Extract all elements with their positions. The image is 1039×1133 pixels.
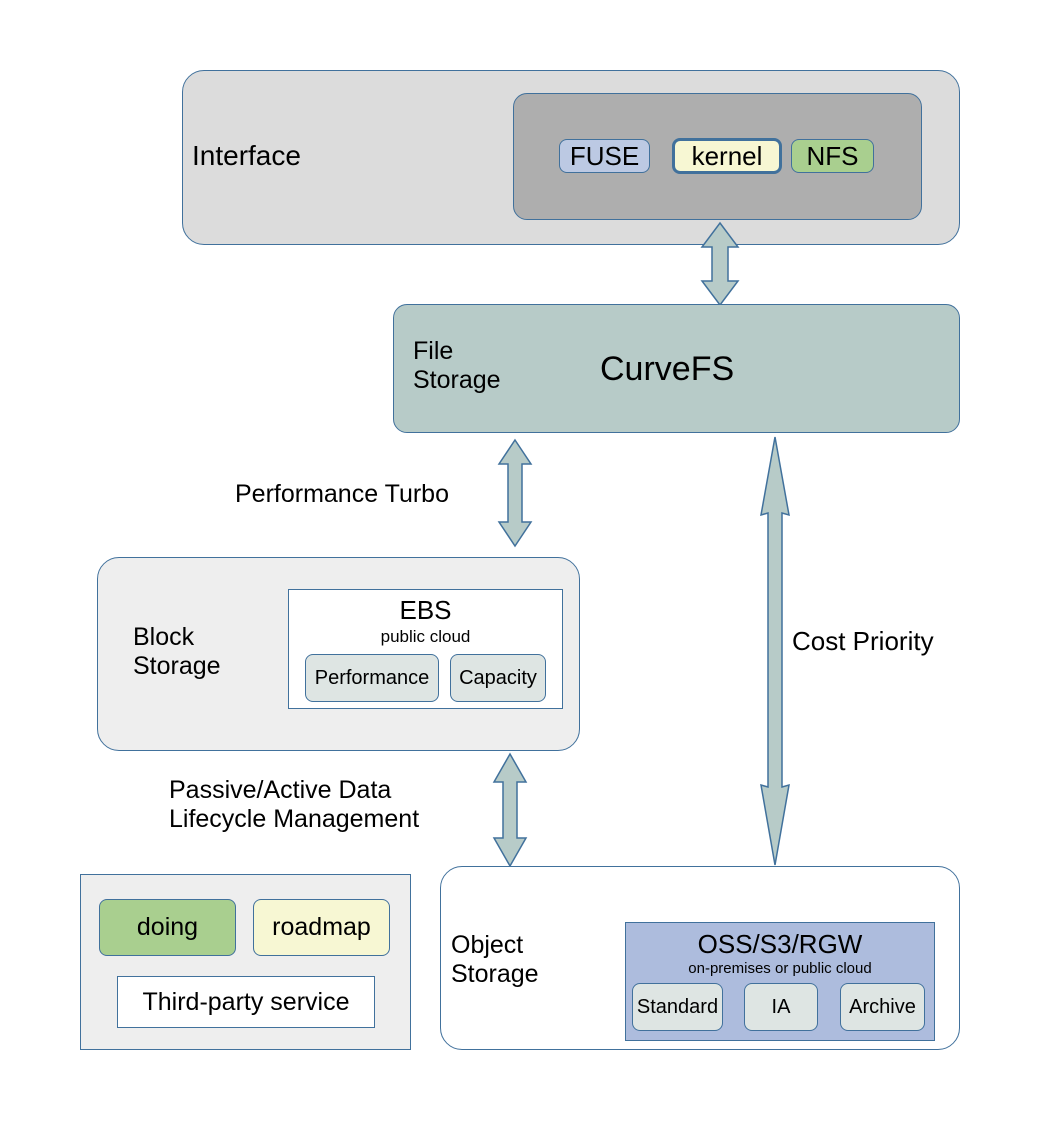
legend-item-doing[interactable]: doing [99, 899, 236, 956]
oss-subtitle: on-premises or public cloud [688, 959, 872, 977]
arrow-interface-to-curvefs [700, 221, 740, 307]
oss-class-ia-label: IA [771, 995, 791, 1018]
ebs-class-performance[interactable]: Performance [305, 654, 439, 702]
ebs-class-capacity-label: Capacity [459, 666, 537, 689]
curvefs-product-label: CurveFS [600, 350, 735, 388]
connection-label-cost-priority: Cost Priority [792, 626, 934, 656]
arrow-curvefs-to-object [760, 436, 790, 866]
oss-class-standard-label: Standard [636, 995, 719, 1018]
legend-item-third-party[interactable]: Third-party service [117, 976, 375, 1028]
oss-class-standard[interactable]: Standard [632, 983, 723, 1031]
legend-item-third-party-label: Third-party service [142, 987, 350, 1016]
block-storage-tier-label: Block Storage [133, 623, 221, 680]
connection-label-performance-turbo: Performance Turbo [235, 480, 449, 508]
client-chip-nfs[interactable]: NFS [791, 139, 874, 173]
file-storage-layer[interactable] [393, 304, 960, 433]
legend-item-doing-label: doing [136, 913, 199, 941]
file-storage-tier-label: File Storage [413, 337, 501, 394]
ebs-class-performance-label: Performance [314, 666, 430, 689]
arrow-curvefs-to-block [497, 438, 533, 548]
interface-label: Interface [192, 140, 301, 171]
client-chip-kernel[interactable]: kernel [672, 138, 782, 174]
legend-item-roadmap[interactable]: roadmap [253, 899, 390, 956]
connection-label-lifecycle: Passive/Active Data Lifecycle Management [169, 776, 420, 833]
oss-class-ia[interactable]: IA [744, 983, 818, 1031]
ebs-product-label: EBS [399, 594, 452, 625]
ebs-subtitle: public cloud [380, 627, 471, 646]
oss-class-archive[interactable]: Archive [840, 983, 925, 1031]
client-chip-fuse-label: FUSE [569, 140, 640, 171]
object-storage-tier-label: Object Storage [451, 931, 539, 988]
oss-product-label: OSS/S3/RGW [697, 928, 863, 959]
client-chip-kernel-label: kernel [691, 140, 763, 171]
client-chip-fuse[interactable]: FUSE [559, 139, 650, 173]
legend-item-roadmap-label: roadmap [272, 913, 371, 941]
oss-class-archive-label: Archive [849, 995, 916, 1018]
client-chip-nfs-label: NFS [806, 140, 859, 171]
ebs-class-capacity[interactable]: Capacity [450, 654, 546, 702]
